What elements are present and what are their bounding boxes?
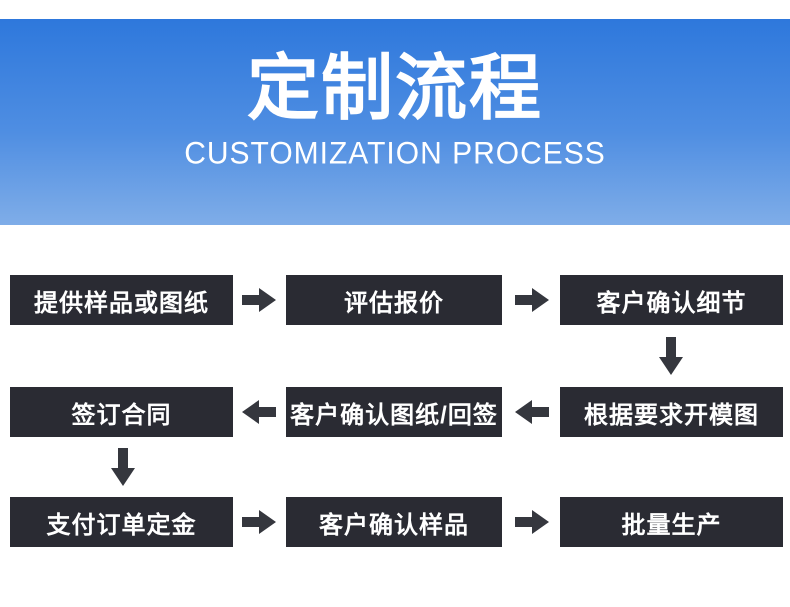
page-subtitle: CUSTOMIZATION PROCESS: [184, 136, 606, 171]
step-open-mold-per-requirements: 根据要求开模图: [560, 387, 783, 437]
header-banner: 定制流程 CUSTOMIZATION PROCESS: [0, 19, 790, 225]
arrow-down-icon: [111, 448, 135, 486]
arrow-right-icon: [515, 288, 549, 312]
step-customer-confirm-drawing: 客户确认图纸/回签: [286, 387, 502, 437]
step-sign-contract: 签订合同: [10, 387, 233, 437]
arrow-down-icon: [659, 337, 683, 375]
arrow-right-icon: [242, 288, 276, 312]
arrow-left-icon: [515, 400, 549, 424]
page-title: 定制流程: [246, 49, 543, 129]
step-provide-sample-or-drawing: 提供样品或图纸: [10, 275, 233, 325]
step-customer-confirm-details: 客户确认细节: [560, 275, 783, 325]
step-customer-confirm-sample: 客户确认样品: [286, 497, 502, 547]
step-evaluate-quote: 评估报价: [286, 275, 502, 325]
arrow-right-icon: [515, 510, 549, 534]
arrow-left-icon: [242, 400, 276, 424]
step-pay-order-deposit: 支付订单定金: [10, 497, 233, 547]
arrow-right-icon: [242, 510, 276, 534]
step-mass-production: 批量生产: [560, 497, 783, 547]
